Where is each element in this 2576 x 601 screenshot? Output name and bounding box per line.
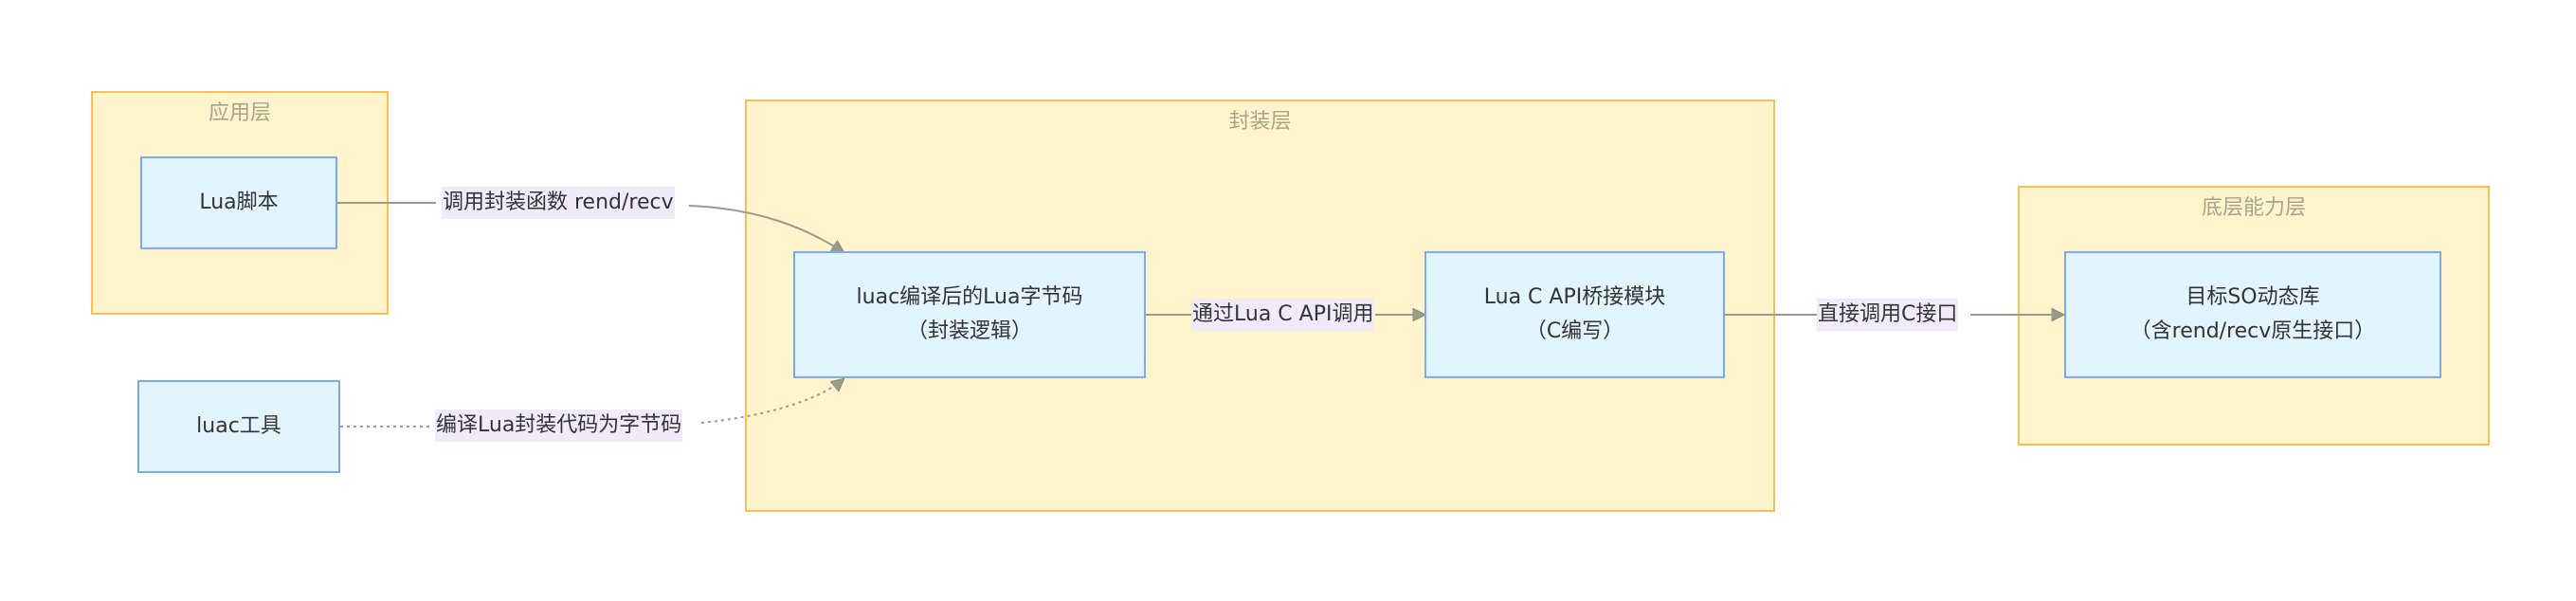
edge-label-via-c-api: 通过Lua C API调用: [1191, 299, 1375, 331]
cluster-title: 底层能力层: [2201, 196, 2306, 220]
edge-label-compile: 编译Lua封装代码为字节码: [435, 410, 683, 442]
node-bridge[interactable]: Lua C API桥接模块 （C编写）: [1424, 251, 1725, 378]
node-label-line-2: （封装逻辑）: [906, 319, 1032, 343]
node-lua-script[interactable]: Lua脚本: [140, 156, 337, 249]
cluster-title: 应用层: [208, 101, 271, 125]
node-label: luac工具: [196, 414, 281, 438]
node-label-line-2: （含rend/recv原生接口）: [2130, 319, 2376, 343]
edge-label-call-wrapper: 调用封装函数 rend/recv: [442, 187, 675, 219]
node-bytecode[interactable]: luac编译后的Lua字节码 （封装逻辑）: [793, 251, 1146, 378]
node-label-line-2: （C编写）: [1525, 319, 1624, 343]
node-label: Lua脚本: [199, 191, 279, 214]
node-label-line-1: luac编译后的Lua字节码: [856, 285, 1083, 309]
node-label-line-1: 目标SO动态库: [2186, 285, 2320, 309]
edge-lua-script-to-bytecode: [337, 202, 844, 252]
node-so-library[interactable]: 目标SO动态库 （含rend/recv原生接口）: [2064, 251, 2441, 378]
cluster-title: 封装层: [1228, 110, 1292, 134]
edge-label-direct-c-call: 直接调用C接口: [1817, 299, 1959, 331]
node-luac-tool[interactable]: luac工具: [137, 380, 340, 473]
edge-luac-tool-to-bytecode: [340, 379, 844, 428]
node-label-line-1: Lua C API桥接模块: [1483, 285, 1666, 309]
